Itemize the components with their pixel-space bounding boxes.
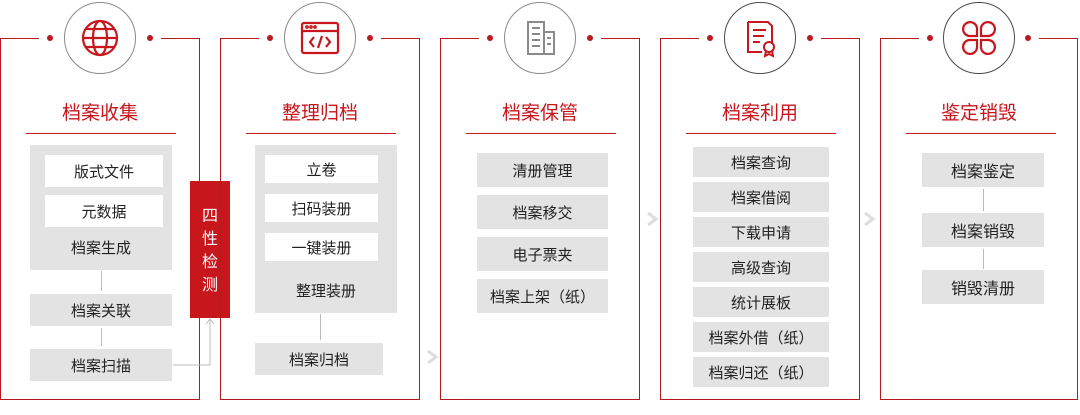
volume-item[interactable]: 立卷 [265, 155, 378, 183]
code-window-icon [284, 2, 356, 74]
archive-generate-label: 档案生成 [70, 239, 131, 257]
building-icon [504, 2, 576, 74]
stage-title: 整理归档 [281, 102, 358, 124]
stage-title: 档案保管 [501, 102, 578, 124]
archive-filing-item[interactable]: 档案归档 [255, 343, 383, 375]
chevron-right-icon [647, 212, 659, 226]
stage-collect-panel: 档案收集 [0, 2, 200, 400]
archive-query-item[interactable]: 档案查询 [693, 147, 829, 177]
advanced-query-item[interactable]: 高级查询 [693, 252, 829, 282]
connector-dot [807, 35, 813, 41]
connector-dot [1025, 35, 1031, 41]
flow-arrow [983, 189, 984, 211]
connector-dot [927, 35, 933, 41]
globe-icon [64, 2, 136, 74]
title-divider [26, 133, 176, 134]
four-petal-icon [943, 2, 1015, 74]
one-click-bind-item[interactable]: 一键装册 [265, 233, 378, 261]
archive-borrow-item[interactable]: 档案借阅 [693, 182, 829, 212]
stage-utilize-panel: 档案利用 [660, 2, 860, 400]
archive-scan-item[interactable]: 档案扫描 [30, 349, 172, 381]
flow-arrow [983, 249, 984, 269]
certificate-icon [724, 2, 796, 74]
archive-return-item[interactable]: 档案归还（纸） [693, 357, 829, 387]
archive-appraisal-item[interactable]: 档案鉴定 [922, 153, 1044, 187]
connector-dot [147, 35, 153, 41]
archive-link-item[interactable]: 档案关联 [30, 294, 172, 326]
stage-storage-panel: 档案保管 [440, 2, 640, 400]
title-divider [686, 133, 836, 134]
connector-dot [587, 35, 593, 41]
archive-destroy-item[interactable]: 档案销毁 [922, 213, 1044, 247]
stage-title: 鉴定销毁 [940, 102, 1017, 124]
connector-dot [367, 35, 373, 41]
organize-bind-label: 整理装册 [295, 282, 356, 300]
stage-title: 档案利用 [721, 102, 798, 124]
connector-dot [267, 35, 273, 41]
connector-dot [487, 35, 493, 41]
e-ticket-folder-item[interactable]: 电子票夹 [477, 237, 608, 271]
four-property-check-badge: 四 性 检 测 [190, 181, 230, 318]
flow-arrow [320, 314, 321, 340]
stage-destroy-panel: 鉴定销毁 [880, 2, 1078, 400]
chevron-right-icon [864, 212, 876, 226]
title-divider [906, 133, 1056, 134]
scan-bind-item[interactable]: 扫码装册 [265, 194, 378, 222]
flow-arrow [101, 271, 102, 291]
statistics-board-item[interactable]: 统计展板 [693, 287, 829, 317]
connector-dot [47, 35, 53, 41]
stage-organize-panel: 整理归档 [220, 2, 420, 400]
archive-lend-item[interactable]: 档案外借（纸） [693, 322, 829, 352]
register-management-item[interactable]: 清册管理 [477, 153, 608, 187]
title-divider [466, 133, 616, 134]
metadata-item[interactable]: 元数据 [45, 195, 163, 227]
chevron-right-icon [427, 350, 439, 364]
archive-transfer-item[interactable]: 档案移交 [477, 195, 608, 229]
flow-arrow [101, 328, 102, 346]
scan-to-check-connector [173, 318, 215, 366]
format-file-item[interactable]: 版式文件 [45, 155, 163, 187]
archive-shelving-item[interactable]: 档案上架（纸） [477, 279, 608, 313]
title-divider [246, 133, 396, 134]
connector-dot [707, 35, 713, 41]
download-request-item[interactable]: 下载申请 [693, 217, 829, 247]
destroy-register-item[interactable]: 销毁清册 [922, 270, 1044, 304]
stage-title: 档案收集 [61, 102, 138, 124]
